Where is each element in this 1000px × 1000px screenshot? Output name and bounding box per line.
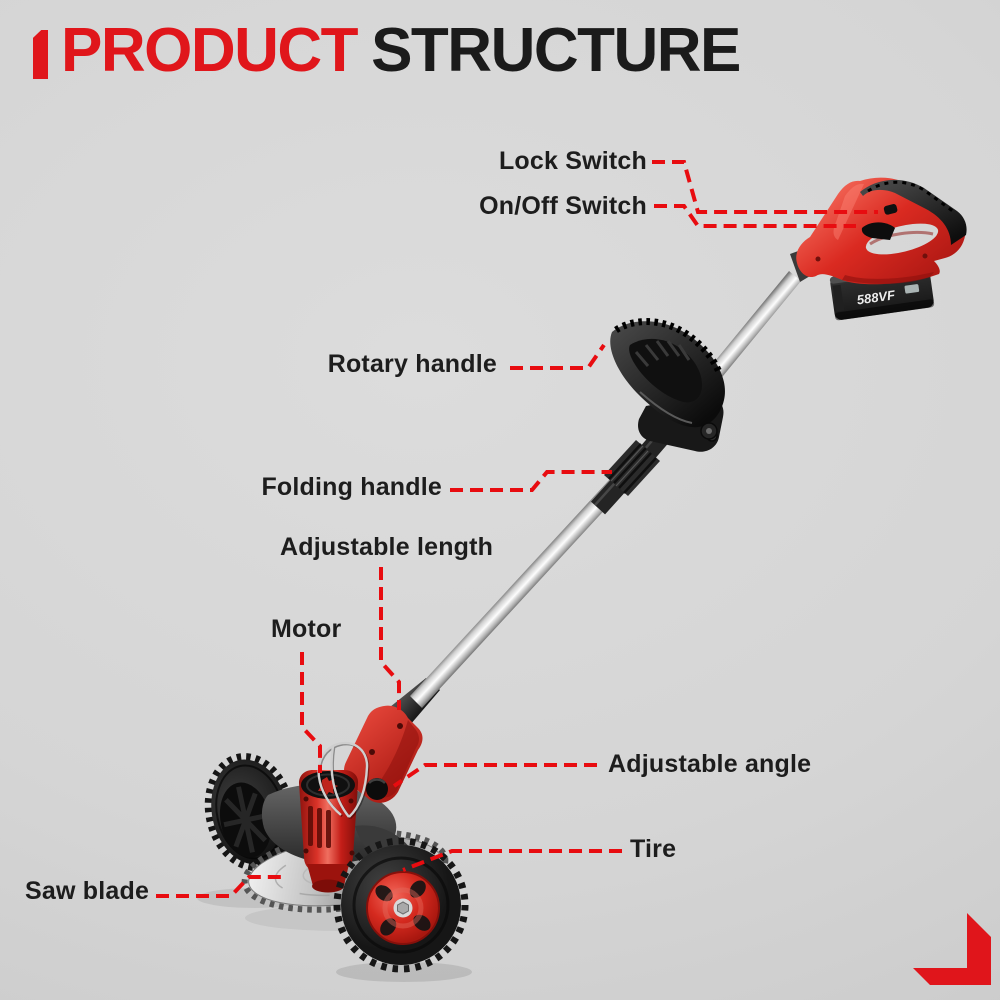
trimmer-illustration: 588VF — [197, 177, 967, 982]
part-label-saw-blade: Saw blade — [25, 877, 150, 905]
leader-lines — [156, 160, 878, 898]
part-label-adjustable-angle: Adjustable angle — [608, 750, 812, 778]
leader-rotary-handle — [510, 343, 606, 370]
battery-label: 588VF — [856, 287, 897, 307]
title-secondary: STRUCTURE — [371, 16, 741, 85]
wire-guard — [317, 741, 370, 820]
part-label-rotary-handle: Rotary handle — [327, 350, 497, 378]
right-wheel — [333, 837, 469, 973]
motor — [299, 770, 359, 893]
lock-switch-button — [883, 204, 898, 215]
folding-collar — [604, 440, 660, 496]
leader-adjustable-length — [379, 567, 401, 710]
top-handle — [790, 177, 967, 285]
title-primary: PRODUCT — [61, 16, 359, 85]
part-label-tire: Tire — [630, 835, 677, 863]
top-grip — [860, 179, 967, 245]
shaft-lower — [410, 466, 634, 708]
angle-lock-knob — [366, 778, 388, 800]
part-label-lock-switch: Lock Switch — [498, 147, 647, 175]
rotary-handle — [610, 318, 725, 452]
part-label-adjustable-length: Adjustable length — [280, 533, 494, 561]
part-label-motor: Motor — [271, 615, 342, 643]
corner-arrow-icon — [913, 913, 991, 985]
motor-spindle — [307, 864, 349, 886]
title-accent-bar — [33, 30, 48, 79]
leader-on-off-switch — [654, 204, 856, 228]
leader-tire — [402, 849, 622, 872]
leader-motor — [300, 652, 322, 773]
angle-joint — [344, 705, 423, 803]
leader-folding-handle — [450, 470, 612, 492]
on-off-trigger — [861, 222, 895, 240]
leader-saw-blade — [156, 875, 281, 898]
part-label-folding-handle: Folding handle — [261, 473, 442, 501]
leader-adjustable-angle — [392, 763, 597, 788]
part-label-on-off-switch: On/Off Switch — [479, 192, 647, 220]
